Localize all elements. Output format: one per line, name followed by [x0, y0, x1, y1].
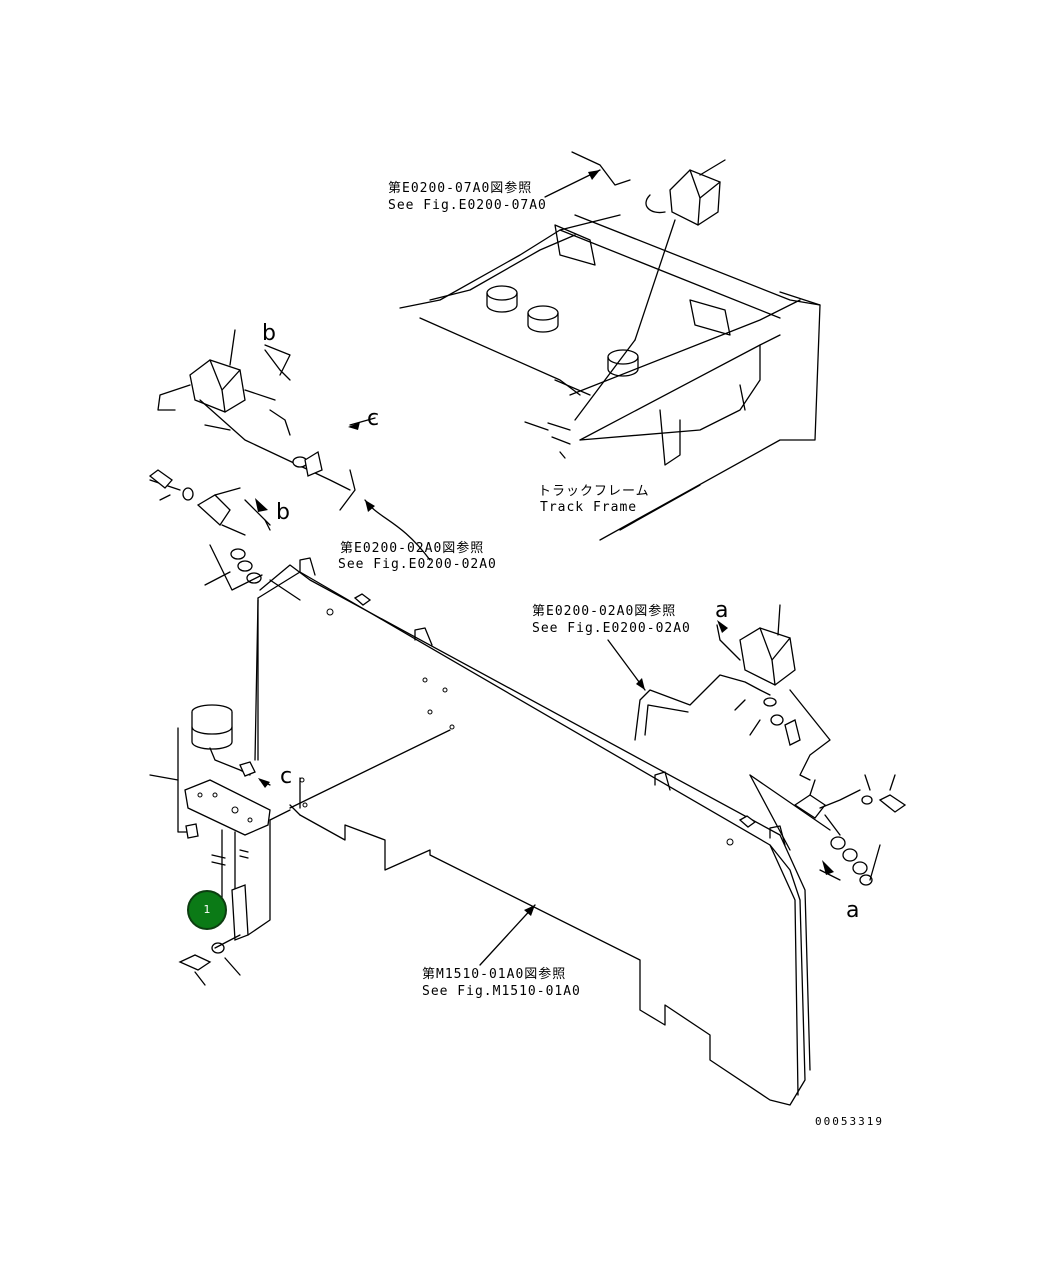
ref-m1510-01a0-en: See Fig.M1510-01A0 [422, 984, 581, 999]
view-letter-c-left: c [280, 764, 293, 789]
drawing-number: 00053319 [815, 1115, 884, 1128]
view-letter-c-top: c [367, 406, 380, 431]
ref-e0200-02a0-right-en: See Fig.E0200-02A0 [532, 621, 691, 636]
view-letter-a-bottom: a [846, 898, 860, 923]
ref-e0200-07a0-jp: 第E0200-07A0図参照 [388, 181, 533, 196]
track-frame-drawing [399, 151, 821, 541]
ref-m1510-01a0-jp: 第M1510-01A0図参照 [422, 967, 567, 982]
ref-e0200-02a0-left-en: See Fig.E0200-02A0 [338, 557, 497, 572]
ref-e0200-02a0-left-jp: 第E0200-02A0図参照 [340, 541, 485, 556]
right-lamp-assembly [634, 604, 907, 886]
part-callout-1[interactable]: 1 [187, 890, 227, 930]
view-letter-a-top: a [715, 598, 729, 623]
view-letter-b-top: b [262, 321, 276, 346]
part-callout-1-number: 1 [203, 903, 211, 916]
beacon-assembly [149, 599, 451, 986]
left-lamp-assembly [148, 329, 376, 591]
track-frame-jp: トラックフレーム [538, 484, 650, 499]
view-letter-b-mid: b [276, 500, 290, 525]
rear-panel [257, 557, 811, 1106]
ref-e0200-02a0-right-jp: 第E0200-02A0図参照 [532, 604, 677, 619]
track-frame-en: Track Frame [540, 500, 638, 515]
reference-leaders [364, 169, 646, 966]
ref-e0200-07a0-en: See Fig.E0200-07A0 [388, 198, 547, 213]
